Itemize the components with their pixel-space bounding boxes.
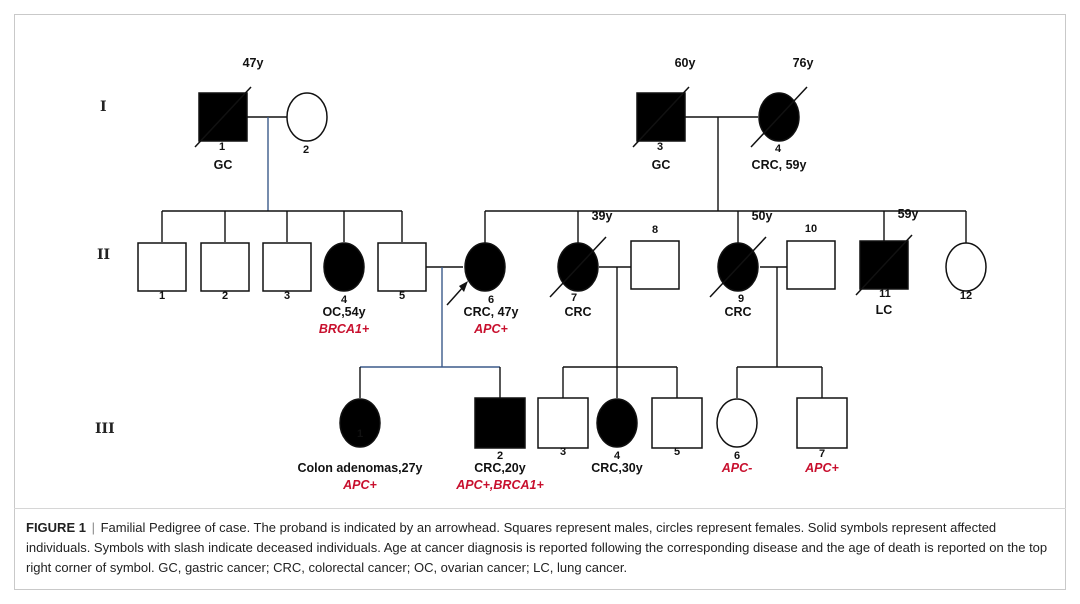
proband-arrowhead-icon bbox=[459, 281, 468, 292]
individual-iii7-male-symbol bbox=[796, 397, 848, 449]
individual-ii2-number: 2 bbox=[222, 290, 228, 302]
individual-iii7-number: 7 bbox=[819, 448, 825, 460]
individual-iii4-female-symbol bbox=[596, 398, 638, 448]
individual-iii4-diagnosis: CRC,30y bbox=[591, 461, 642, 475]
individual-i4-number: 4 bbox=[775, 143, 782, 155]
deceased-slash-i3 bbox=[632, 86, 690, 148]
figure-caption: FIGURE 1 | Familial Pedigree of case. Th… bbox=[14, 508, 1066, 590]
individual-iii3-male-symbol bbox=[537, 397, 589, 449]
caption-separator: | bbox=[91, 520, 95, 535]
individual-ii11-male-symbol bbox=[859, 240, 909, 290]
individual-iii1-diagnosis: Colon adenomas,27y bbox=[297, 461, 422, 475]
individual-iii5-number: 5 bbox=[674, 446, 680, 458]
individual-iii2-male-symbol bbox=[474, 397, 526, 449]
individual-ii7-death-age: 39y bbox=[592, 209, 613, 223]
individual-iii1-number: 1 bbox=[357, 428, 363, 440]
individual-ii4-female-symbol bbox=[323, 242, 365, 292]
individual-iii6-female-symbol bbox=[716, 398, 758, 448]
caption-text: Familial Pedigree of case. The proband i… bbox=[26, 520, 1048, 575]
individual-ii12-female-symbol bbox=[945, 242, 987, 292]
individual-i4-diagnosis: CRC, 59y bbox=[752, 158, 807, 172]
relationship-lines bbox=[161, 116, 967, 398]
individual-ii1-male-symbol bbox=[137, 242, 187, 292]
pedigree-diagram: I II III bbox=[95, 56, 987, 492]
individual-i3-death-age: 60y bbox=[675, 56, 696, 70]
deceased-slash-ii7 bbox=[549, 236, 607, 298]
individual-ii4-diagnosis: OC,54y bbox=[322, 305, 365, 319]
individual-ii9-diagnosis: CRC bbox=[724, 305, 751, 319]
individual-i1-diagnosis: GC bbox=[214, 158, 233, 172]
individual-iii6-number: 6 bbox=[734, 450, 740, 462]
individual-ii6-female-symbol bbox=[464, 242, 506, 292]
individual-ii11-number: 11 bbox=[879, 288, 891, 300]
individual-iii5-male-symbol bbox=[651, 397, 703, 449]
individual-ii8-number: 8 bbox=[652, 224, 658, 236]
generation-label-i: I bbox=[100, 99, 107, 115]
deceased-slash-i4 bbox=[750, 86, 808, 148]
individual-ii6-number: 6 bbox=[488, 294, 494, 306]
individual-iii1-genotype: APC+ bbox=[342, 478, 377, 492]
individual-ii10-number: 10 bbox=[805, 223, 817, 235]
individual-ii7-diagnosis: CRC bbox=[564, 305, 591, 319]
individual-i1-death-age: 47y bbox=[243, 56, 264, 70]
generation-label-ii: II bbox=[97, 247, 110, 263]
deceased-slash-i1 bbox=[194, 86, 252, 148]
individual-ii5-male-symbol bbox=[377, 242, 427, 292]
individual-ii9-death-age: 50y bbox=[752, 209, 773, 223]
individual-ii3-male-symbol bbox=[262, 242, 312, 292]
individual-i2-number: 2 bbox=[303, 144, 309, 156]
individual-i2-female-symbol bbox=[286, 92, 328, 142]
individual-iii2-diagnosis: CRC,20y bbox=[474, 461, 525, 475]
individual-ii1-number: 1 bbox=[159, 290, 165, 302]
individual-ii6-genotype: APC+ bbox=[473, 322, 508, 336]
individual-i1-number: 1 bbox=[219, 141, 225, 153]
proband-arrow-shaft bbox=[446, 285, 465, 306]
individual-ii7-number: 7 bbox=[571, 292, 577, 304]
individual-iii4-number: 4 bbox=[614, 450, 621, 462]
deceased-slash-ii9 bbox=[709, 236, 767, 298]
individual-iii2-number: 2 bbox=[497, 450, 503, 462]
individual-ii5-number: 5 bbox=[399, 290, 405, 302]
individual-ii10-male-symbol bbox=[786, 240, 836, 290]
individual-ii2-male-symbol bbox=[200, 242, 250, 292]
pedigree-symbols bbox=[137, 86, 987, 449]
individual-i4-death-age: 76y bbox=[793, 56, 814, 70]
individual-iii2-genotype: APC+,BRCA1+ bbox=[455, 478, 544, 492]
individual-ii6-diagnosis: CRC, 47y bbox=[464, 305, 519, 319]
individual-ii11-diagnosis: LC bbox=[876, 303, 893, 317]
individual-iii6-genotype: APC- bbox=[721, 461, 753, 475]
individual-ii3-number: 3 bbox=[284, 290, 290, 302]
figure-label: FIGURE 1 bbox=[26, 520, 86, 535]
figure-frame bbox=[14, 14, 1066, 590]
generation-label-iii: III bbox=[95, 421, 115, 437]
individual-iii3-number: 3 bbox=[560, 446, 566, 458]
individual-ii12-number: 12 bbox=[960, 290, 972, 302]
individual-i3-number: 3 bbox=[657, 141, 663, 153]
individual-ii8-male-symbol bbox=[630, 240, 680, 290]
individual-iii1-female-symbol bbox=[339, 398, 381, 448]
individual-ii4-genotype: BRCA1+ bbox=[319, 322, 370, 336]
individual-ii9-number: 9 bbox=[738, 293, 744, 305]
individual-ii11-death-age: 59y bbox=[898, 207, 919, 221]
individual-iii7-genotype: APC+ bbox=[804, 461, 839, 475]
individual-i3-diagnosis: GC bbox=[652, 158, 671, 172]
deceased-slash-ii11 bbox=[855, 234, 913, 296]
individual-ii4-number: 4 bbox=[341, 294, 348, 306]
